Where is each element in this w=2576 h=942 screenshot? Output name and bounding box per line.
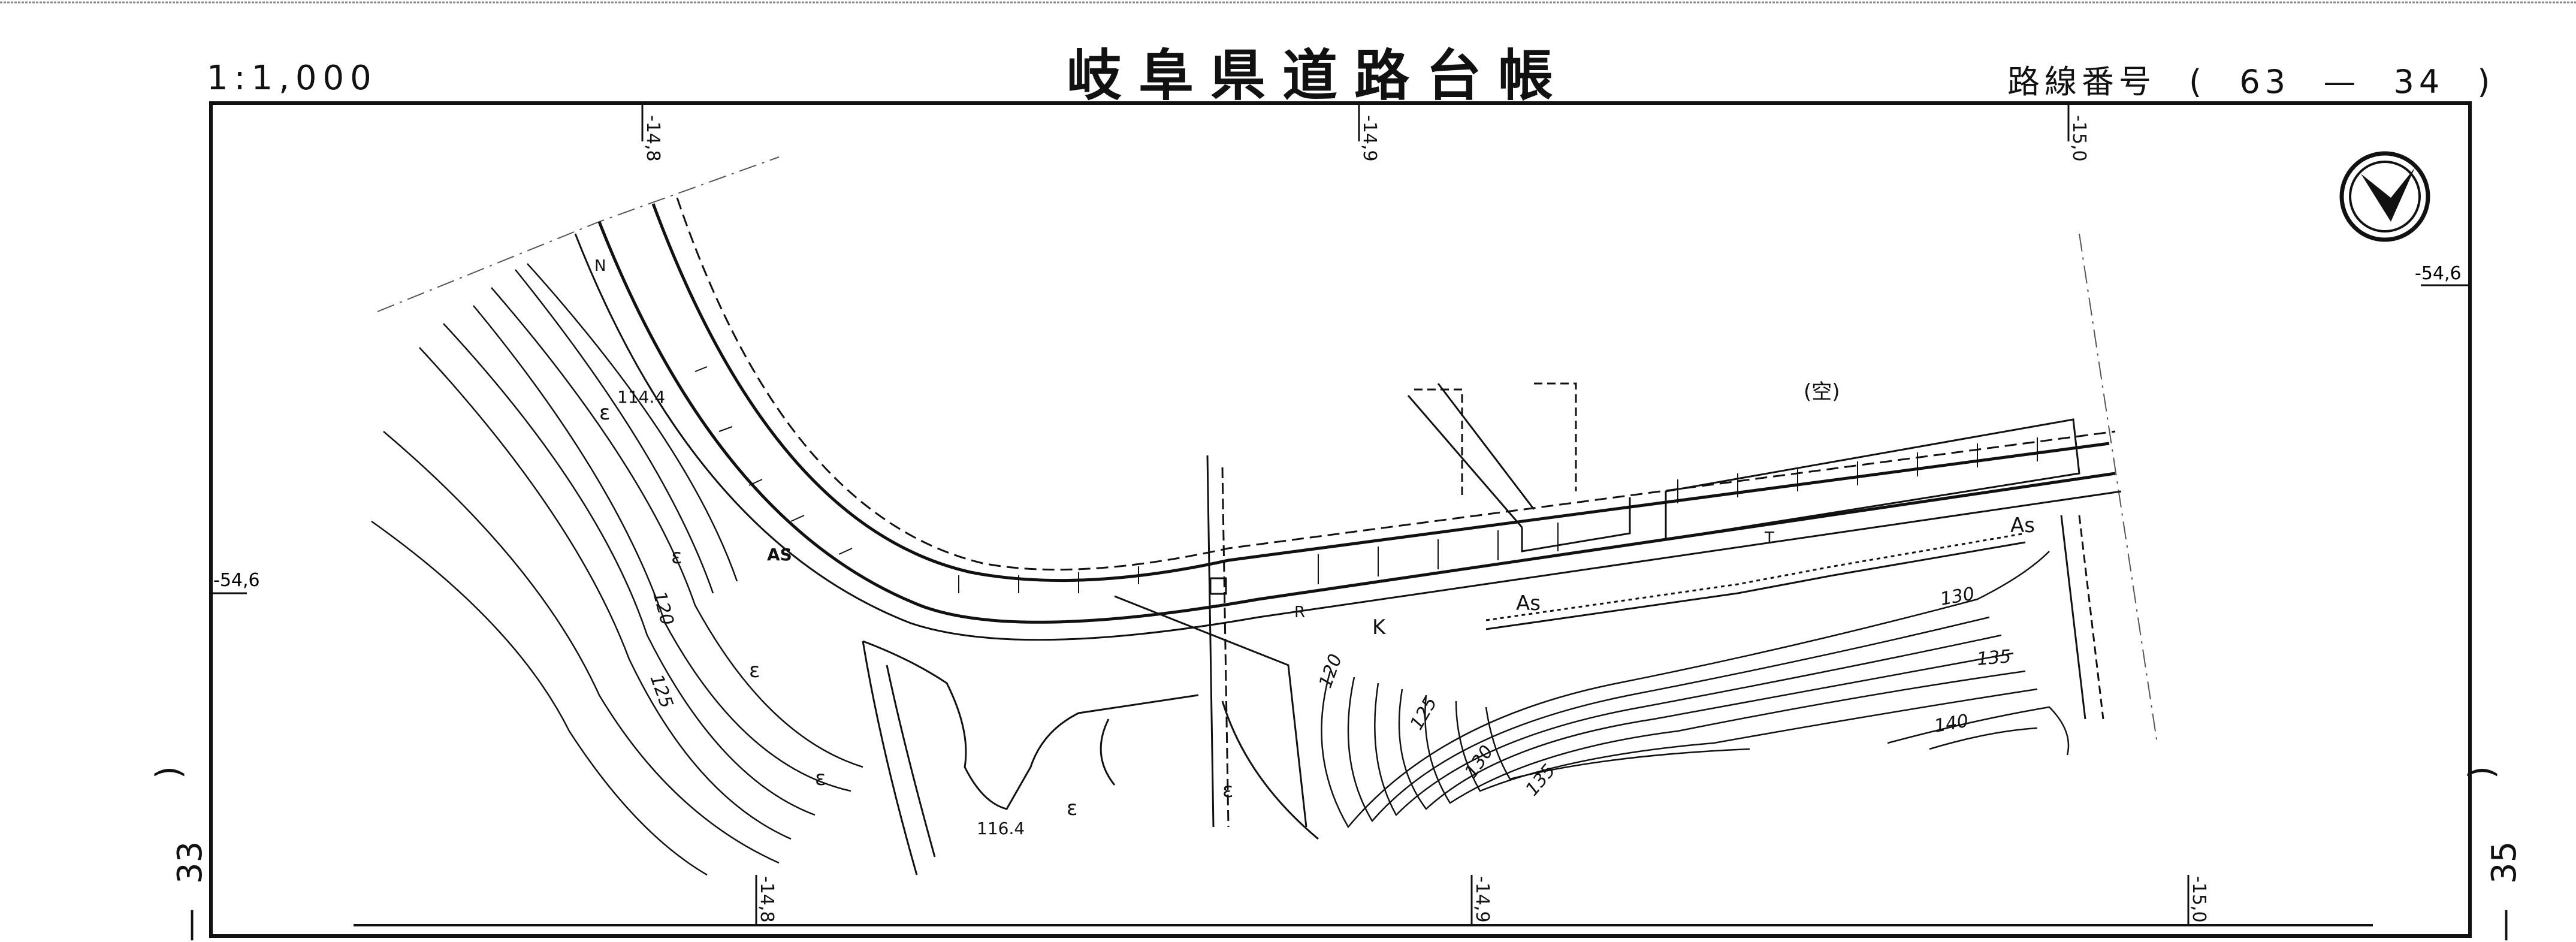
spot-height-2: 116.4 — [977, 819, 1025, 838]
map-scale: 1:1,000 — [207, 59, 378, 98]
bottom-grid-ticks: -14,8 -14,9 -15,0 — [755, 875, 2209, 925]
route-dash: — — [2323, 63, 2361, 101]
road-k-label: K — [1372, 615, 1387, 639]
svg-text:ɛ: ɛ — [1222, 778, 1233, 802]
tree-symbols: ɛ ɛ ɛ ɛ ɛ ɛ — [599, 401, 1233, 820]
vacant-label: (空) — [1804, 380, 1840, 404]
north-arrow-icon — [2339, 151, 2430, 242]
left-sheet-bracket: ) — [149, 766, 188, 779]
svg-text:ɛ: ɛ — [1067, 796, 1077, 820]
top-tick-2: -14,9 — [1359, 115, 1380, 162]
building-plots — [1407, 382, 2080, 552]
right-sheet-dash: — — [2485, 908, 2524, 942]
right-contours — [1321, 551, 2070, 829]
road-surface-as-3: As — [2010, 514, 2035, 538]
right-sheet-bracket: ) — [2462, 766, 2501, 779]
route-minor: 34 — [2393, 63, 2445, 101]
bottom-tick-1: -14,8 — [756, 876, 777, 923]
top-grid-ticks: -14,8 -14,9 -15,0 — [641, 103, 2089, 162]
road-surface-as-2: As — [1516, 591, 1541, 615]
left-sheet-dash: — — [171, 908, 210, 942]
contour-label-5: 130 — [1461, 742, 1498, 782]
route-open: ( — [2189, 63, 2207, 101]
svg-text:ɛ: ɛ — [815, 766, 826, 790]
crossing-path — [1206, 455, 1230, 828]
bottom-tick-2: -14,9 — [1472, 876, 1493, 923]
contour-label-7: 130 — [1938, 583, 1976, 609]
route-number: 路線番号 ( 63 — 34 ) — [2007, 55, 2512, 102]
svg-text:ɛ: ɛ — [671, 545, 682, 569]
contour-label-8: 135 — [1976, 646, 2012, 670]
retaining-wall-ticks — [694, 366, 2038, 593]
route-major: 63 — [2239, 63, 2291, 101]
svg-text:ɛ: ɛ — [749, 659, 760, 683]
right-wall — [2060, 515, 2104, 720]
retaining-r-label: R — [1294, 603, 1305, 621]
embankment-band — [1485, 532, 2026, 630]
contour-label-3: 120 — [1315, 651, 1346, 691]
map-frame — [209, 101, 2472, 938]
left-tick: -54,6 — [213, 570, 260, 591]
route-label: 路線番号 — [2007, 63, 2156, 101]
page-title: 岐阜県道路台帳 — [1067, 44, 1571, 108]
contour-label-4: 125 — [1406, 693, 1442, 733]
route-close: ) — [2477, 63, 2495, 101]
side-ditch — [862, 640, 1199, 875]
left-sheet-number: 33 — [171, 841, 210, 884]
left-contours — [371, 263, 863, 876]
contour-label-1: 120 — [648, 589, 678, 627]
contour-label-6: 135 — [1521, 760, 1560, 800]
bottom-tick-3: -15,0 — [2188, 876, 2209, 923]
top-tick-1: -14,8 — [642, 115, 663, 162]
spot-height-1: 114.4 — [617, 387, 665, 407]
top-tick-3: -15,0 — [2068, 115, 2089, 162]
svg-text:ɛ: ɛ — [599, 401, 610, 425]
slope-n-label: N — [594, 257, 606, 275]
main-road — [574, 197, 2122, 840]
road-surface-as-1: AS — [767, 545, 792, 564]
contour-label-2: 125 — [645, 672, 677, 711]
contour-label-9: 140 — [1932, 710, 1970, 736]
road-t-label: T — [1764, 529, 1774, 547]
right-sheet-number: 35 — [2485, 841, 2524, 884]
right-tick: -54,6 — [2415, 263, 2462, 284]
